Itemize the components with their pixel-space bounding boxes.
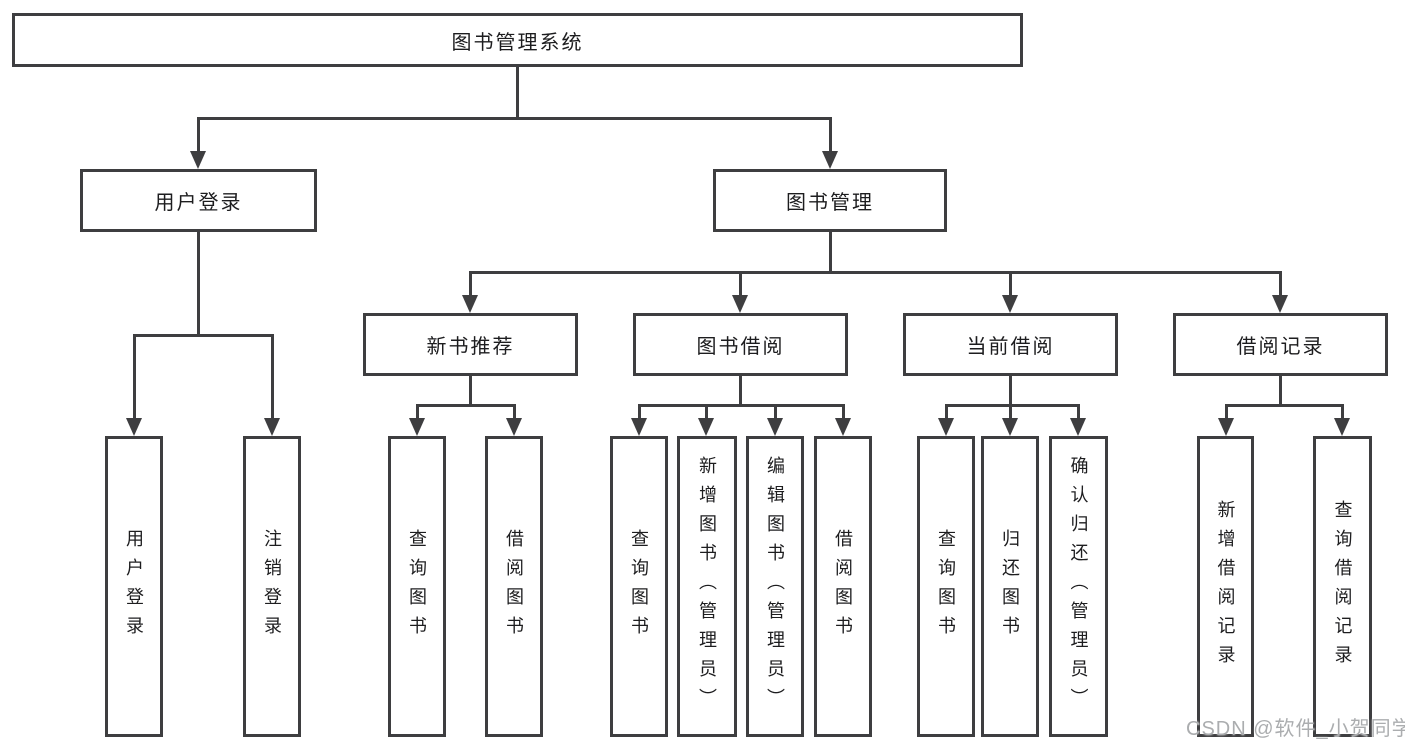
leaf-edit-books-admin-label: 编辑图书（管理员） [765, 456, 785, 717]
leaf-query-books-current-label: 查询图书 [936, 528, 956, 645]
arrowhead-book-management [822, 151, 838, 169]
connector-shaft-book-borrowing [739, 271, 742, 298]
arrowhead-return-books [1002, 418, 1018, 436]
leaf-query-books-recommend: 查询图书 [388, 436, 446, 737]
arrowhead-current-borrowing [1002, 295, 1018, 313]
leaf-query-books-borrowing-label: 查询图书 [629, 528, 649, 645]
leaf-query-borrow-record-label: 查询借阅记录 [1332, 499, 1353, 674]
connector-shaft-current-borrowing [1009, 271, 1012, 298]
arrowhead-borrow-books-recommend [506, 418, 522, 436]
connector-current-borrowing-crossbar [945, 404, 1080, 407]
leaf-query-books-borrowing: 查询图书 [610, 436, 668, 737]
connector-book-management-stem [829, 232, 832, 274]
connector-book-management-crossbar [469, 271, 1282, 274]
connector-new-book-recommend-stem [469, 376, 472, 407]
leaf-add-books-admin-label: 新增图书（管理员） [697, 456, 717, 717]
leaf-return-books-label: 归还图书 [1000, 528, 1020, 645]
arrowhead-query-books-borrowing [631, 418, 647, 436]
connector-borrowing-records-crossbar [1225, 404, 1344, 407]
connector-shaft-add-books-admin [705, 404, 708, 420]
arrowhead-user-login [190, 151, 206, 169]
leaf-confirm-return-admin-label: 确认归还（管理员） [1068, 456, 1089, 717]
node-root: 图书管理系统 [12, 13, 1023, 67]
arrowhead-query-books-recommend [409, 418, 425, 436]
arrowhead-query-borrow-record [1334, 418, 1350, 436]
connector-shaft-query-books-borrowing [638, 404, 641, 420]
connector-shaft-new-book-recommend [469, 271, 472, 298]
connector-shaft-return-books [1009, 404, 1012, 420]
connector-shaft-query-books-current [945, 404, 948, 420]
leaf-confirm-return-admin: 确认归还（管理员） [1049, 436, 1108, 737]
node-book-management: 图书管理 [713, 169, 947, 232]
connector-borrowing-records-stem [1279, 376, 1282, 407]
connector-shaft-book-management [829, 117, 832, 155]
connector-user-login-stem [197, 232, 200, 336]
arrowhead-borrowing-records [1272, 295, 1288, 313]
connector-book-borrowing-crossbar [638, 404, 845, 407]
connector-root-stem [516, 66, 519, 119]
leaf-edit-books-admin: 编辑图书（管理员） [746, 436, 804, 737]
leaf-borrow-books-borrowing: 借阅图书 [814, 436, 872, 737]
arrowhead-add-books-admin [698, 418, 714, 436]
arrowhead-add-borrow-record [1218, 418, 1234, 436]
arrowhead-query-books-current [938, 418, 954, 436]
leaf-query-books-recommend-label: 查询图书 [407, 528, 427, 645]
connector-new-book-recommend-crossbar [416, 404, 516, 407]
leaf-user-login-label: 用户登录 [124, 528, 144, 645]
connector-shaft-edit-books-admin [774, 404, 777, 420]
leaf-return-books: 归还图书 [981, 436, 1039, 737]
csdn-watermark: CSDN @软件_小贺同学 [1186, 718, 1405, 740]
connector-shaft-confirm-return-admin [1077, 404, 1080, 420]
leaf-add-books-admin: 新增图书（管理员） [677, 436, 737, 737]
connector-shaft-borrow-books-recommend [513, 404, 516, 420]
connector-shaft-leaf-user-login [133, 334, 136, 420]
connector-shaft-add-borrow-record [1225, 404, 1228, 420]
connector-root-crossbar [197, 117, 832, 120]
arrowhead-leaf-logout [264, 418, 280, 436]
leaf-query-borrow-record: 查询借阅记录 [1313, 436, 1372, 737]
connector-shaft-query-books-recommend [416, 404, 419, 420]
connector-user-login-crossbar [133, 334, 274, 337]
leaf-user-login: 用户登录 [105, 436, 163, 737]
leaf-borrow-books-borrowing-label: 借阅图书 [833, 528, 853, 645]
leaf-borrow-books-recommend: 借阅图书 [485, 436, 543, 737]
connector-book-borrowing-stem [739, 376, 742, 407]
arrowhead-edit-books-admin [767, 418, 783, 436]
leaf-add-borrow-record: 新增借阅记录 [1197, 436, 1254, 737]
leaf-query-books-current: 查询图书 [917, 436, 975, 737]
connector-shaft-query-borrow-record [1341, 404, 1344, 420]
arrowhead-leaf-user-login [126, 418, 142, 436]
connector-current-borrowing-stem [1009, 376, 1012, 407]
connector-shaft-borrowing-records [1279, 271, 1282, 298]
node-new-book-recommend: 新书推荐 [363, 313, 578, 376]
arrowhead-confirm-return-admin [1070, 418, 1086, 436]
arrowhead-new-book-recommend [462, 295, 478, 313]
arrowhead-borrow-books-borrowing [835, 418, 851, 436]
connector-shaft-borrow-books-borrowing [842, 404, 845, 420]
node-user-login: 用户登录 [80, 169, 317, 232]
leaf-logout-label: 注销登录 [262, 528, 282, 645]
leaf-borrow-books-recommend-label: 借阅图书 [504, 528, 524, 645]
connector-shaft-leaf-logout [271, 334, 274, 420]
node-borrowing-records: 借阅记录 [1173, 313, 1388, 376]
arrowhead-book-borrowing [732, 295, 748, 313]
node-current-borrowing: 当前借阅 [903, 313, 1118, 376]
connector-shaft-user-login [197, 117, 200, 155]
node-book-borrowing: 图书借阅 [633, 313, 848, 376]
leaf-logout: 注销登录 [243, 436, 301, 737]
leaf-add-borrow-record-label: 新增借阅记录 [1215, 499, 1236, 674]
